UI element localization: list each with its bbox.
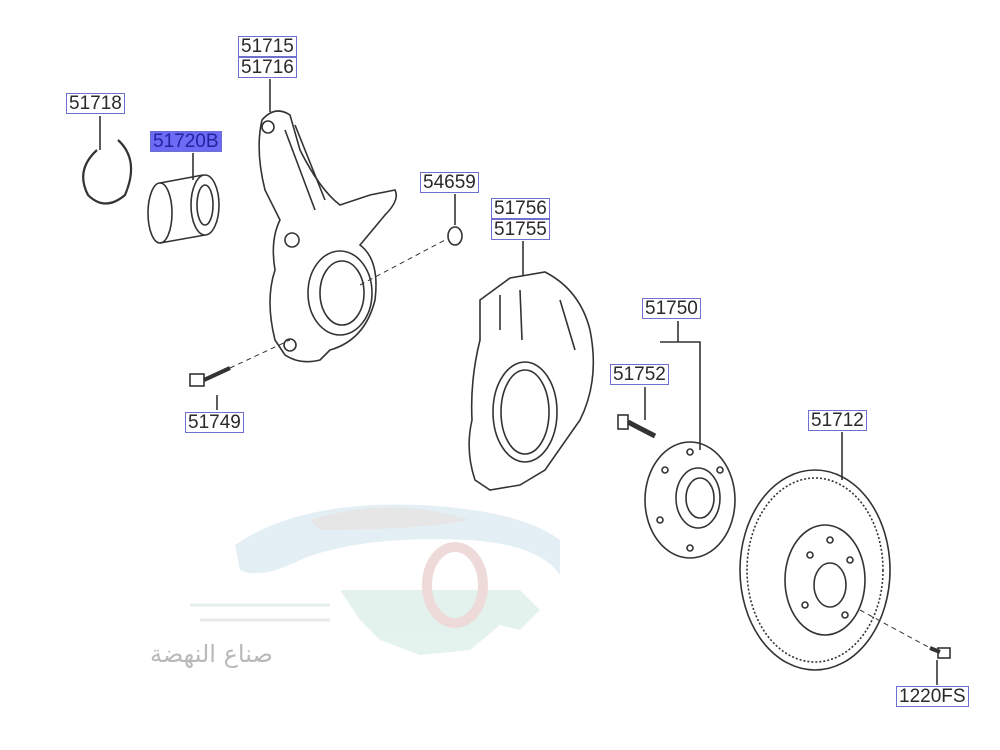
wheel-hub — [644, 441, 736, 559]
snap-ring — [82, 139, 133, 205]
part-label-51752[interactable]: 51752 — [610, 364, 669, 385]
part-label-54659[interactable]: 54659 — [420, 172, 479, 193]
dust-shield — [468, 271, 595, 491]
part-label-51720B-highlighted[interactable]: 51720B — [150, 131, 222, 152]
steering-knuckle — [258, 110, 398, 363]
part-label-51749[interactable]: 51749 — [185, 412, 244, 433]
part-label-51715[interactable]: 51715 — [238, 36, 297, 57]
part-label-51750[interactable]: 51750 — [642, 298, 701, 319]
screw-1220FS — [929, 646, 951, 659]
part-label-51755[interactable]: 51755 — [491, 219, 550, 240]
part-label-1220FS[interactable]: 1220FS — [896, 686, 969, 707]
bolt-51749 — [189, 366, 231, 387]
part-label-51716[interactable]: 51716 — [238, 57, 297, 78]
brake-disc — [739, 469, 891, 671]
part-label-51756[interactable]: 51756 — [491, 198, 550, 219]
part-label-51718[interactable]: 51718 — [66, 93, 125, 114]
wheel-bearing — [147, 174, 220, 244]
hub-bolt — [617, 414, 657, 439]
nut-54659 — [447, 226, 463, 246]
watermark-text: صناع النهضة — [150, 640, 273, 668]
watermark-logo — [190, 504, 560, 655]
part-label-51712[interactable]: 51712 — [808, 410, 867, 431]
